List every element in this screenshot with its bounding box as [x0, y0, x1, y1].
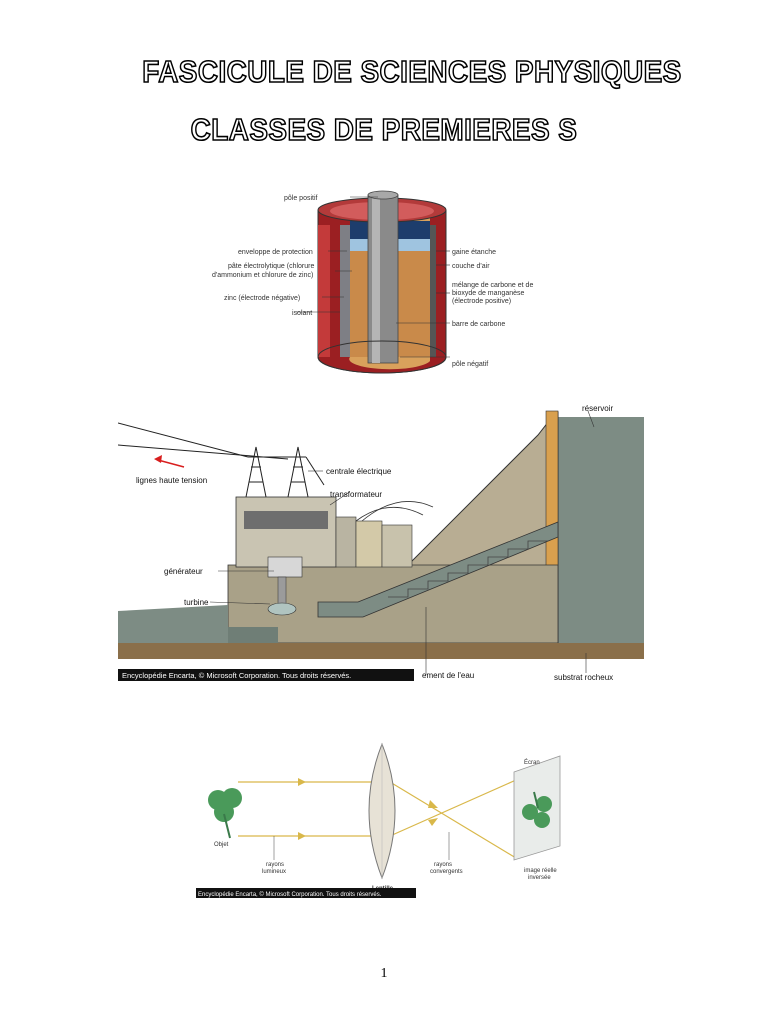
- battery-diagram: pôle positif enveloppe de protection pât…: [212, 190, 533, 374]
- label-rayons-conv-2: convergents: [430, 869, 463, 875]
- label-isolant: isolant: [292, 310, 312, 317]
- title-line-2: CLASSES DE PREMIERES S: [190, 111, 578, 148]
- label-pole-positif: pôle positif: [284, 195, 318, 202]
- label-gaine: gaine étanche: [452, 249, 496, 256]
- title-line-1: FASCICULE DE SCIENCES PHYSIQUES: [142, 53, 682, 90]
- page-number: 1: [380, 966, 388, 981]
- label-pate-2: d'ammonium et chlorure de zinc): [212, 272, 313, 279]
- label-rayons-lum-1: rayons: [266, 862, 284, 868]
- label-pate-1: pâte électrolytique (chlorure: [228, 263, 314, 270]
- label-zinc: zinc (électrode négative): [224, 295, 300, 302]
- label-ecran: Écran: [524, 759, 540, 766]
- dam-diagram: réservoir centrale électrique lignes hau…: [118, 404, 644, 682]
- label-substrat: substrat rocheux: [554, 673, 613, 682]
- label-rayons-lum-2: lumineux: [262, 869, 286, 875]
- label-ecoulement: ement de l'eau: [422, 671, 474, 680]
- label-rayons-conv-1: rayons: [434, 862, 452, 868]
- label-objet: Objet: [214, 842, 229, 848]
- label-generateur: générateur: [164, 567, 203, 576]
- clover-object-icon: [208, 788, 242, 839]
- clover-image-icon: [522, 791, 552, 828]
- label-transformateur: transformateur: [330, 490, 382, 499]
- label-melange-3: (électrode positive): [452, 298, 511, 305]
- label-centrale: centrale électrique: [326, 467, 392, 476]
- lens-copyright: Encyclopédie Encarta, © Microsoft Corpor…: [198, 891, 382, 898]
- dam-copyright: Encyclopédie Encarta, © Microsoft Corpor…: [122, 671, 351, 680]
- lens-diagram: Écran Objet rayons lumineux Lentille ray…: [196, 742, 561, 898]
- label-lignes: lignes haute tension: [136, 476, 207, 485]
- label-image-1: image réelle: [524, 868, 557, 874]
- label-turbine: turbine: [184, 598, 209, 607]
- label-melange-1: mélange de carbone et de: [452, 282, 533, 289]
- label-melange-2: bioxyde de manganèse: [452, 290, 524, 297]
- label-image-2: inversée: [528, 875, 551, 881]
- label-barre: barre de carbone: [452, 321, 505, 328]
- label-pole-negatif: pôle négatif: [452, 361, 488, 368]
- label-reservoir: réservoir: [582, 404, 613, 413]
- label-couche: couche d'air: [452, 263, 490, 270]
- label-enveloppe: enveloppe de protection: [238, 249, 313, 256]
